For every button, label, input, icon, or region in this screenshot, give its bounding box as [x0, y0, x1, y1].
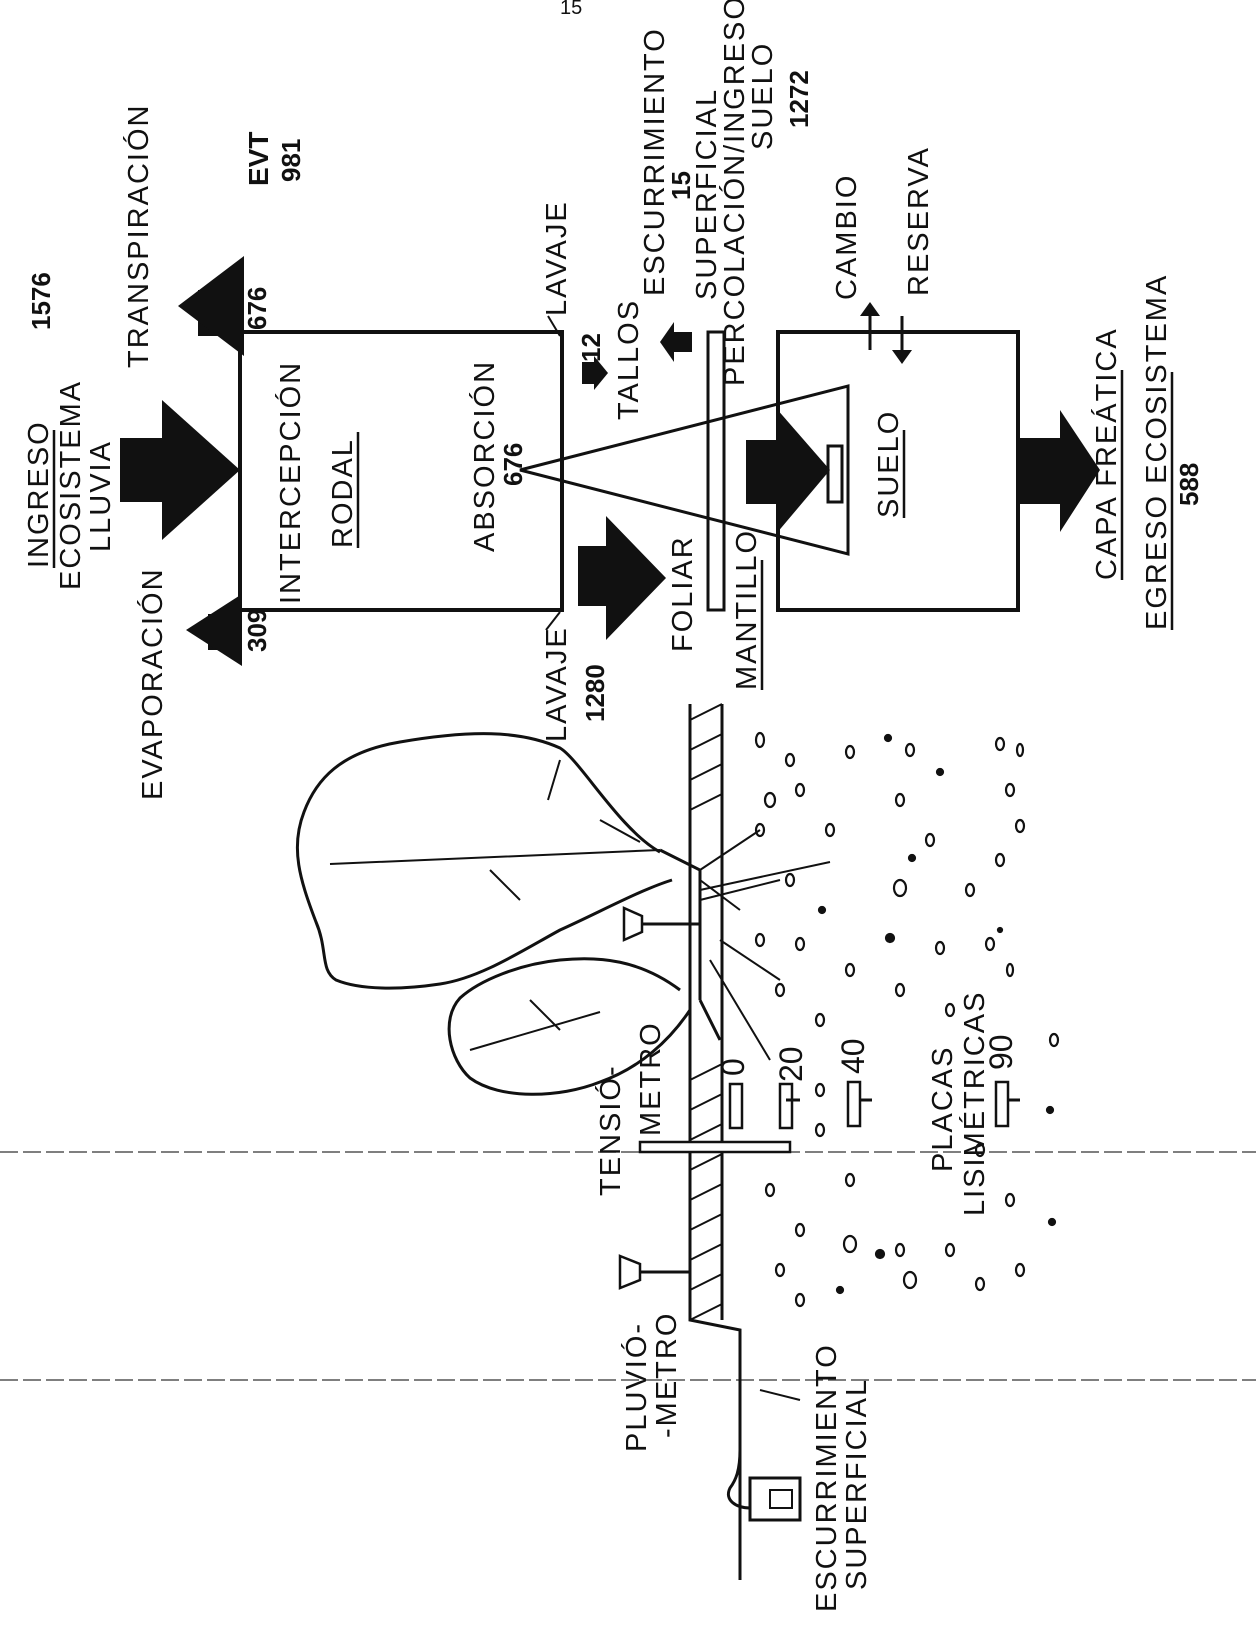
- depth-90-label: 90: [983, 1034, 1019, 1070]
- mantillo-label: MANTILLO: [731, 529, 763, 690]
- escurrimiento-top-label: ESCURRIMIENTO: [639, 27, 671, 296]
- tensiometro-label-1: TENSIÓ-: [594, 1064, 627, 1196]
- transpiracion-value: 676: [242, 287, 272, 330]
- tallos-value: 12: [576, 333, 606, 362]
- rodal-label: RODAL: [327, 438, 359, 548]
- cambio-label: CAMBIO: [831, 174, 863, 300]
- page-number: 15: [560, 0, 582, 19]
- egreso-value: 588: [1174, 463, 1204, 506]
- absorcion-label: ABSORCIÓN: [468, 360, 501, 552]
- evaporacion-value: 309: [242, 609, 272, 652]
- superficial-bottom-label: SUPERFICIAL: [841, 1378, 873, 1590]
- depth-20-label: 20: [773, 1046, 809, 1082]
- tensiometer-tube: [640, 1142, 790, 1152]
- suelo-label: SUELO: [873, 410, 905, 518]
- tree-illustration: [297, 734, 830, 1095]
- tallos-label: TALLOS: [613, 299, 645, 420]
- depth-0-label: 0: [715, 1058, 751, 1076]
- capa-freatica-label: CAPA FREÁTICA: [1090, 327, 1123, 580]
- lluvia-label: LLUVIA: [85, 440, 117, 552]
- lavaje-bottom-label: LAVAJE: [541, 626, 573, 742]
- capa-freatica-arrow: [1018, 410, 1100, 532]
- escurrimiento-top-arrow: [660, 322, 692, 362]
- evaporacion-arrow: [186, 594, 242, 666]
- escurrimiento-bottom-label: ESCURRIMIENTO: [811, 1343, 843, 1612]
- suelo-top-label: SUELO: [747, 42, 779, 150]
- evt-label: EVT: [243, 132, 274, 186]
- depth-40-label: 40: [835, 1038, 871, 1074]
- intercepcion-label: INTERCEPCIÓN: [274, 361, 307, 604]
- transpiracion-label: TRANSPIRACIÓN: [122, 104, 155, 368]
- foliar-arrow: [578, 516, 666, 640]
- ingreso-label: INGRESO: [23, 420, 55, 568]
- transpiracion-arrow: [178, 256, 244, 356]
- placas-label: PLACAS: [927, 1046, 959, 1172]
- lluvia-arrow: [120, 400, 240, 540]
- suelo-marker: [828, 446, 842, 502]
- absorcion-value: 676: [498, 443, 528, 486]
- tensiometro-label-2: METRO: [635, 1021, 667, 1136]
- percolacion-value: 1272: [784, 70, 814, 128]
- pluviometro-label-1: PLUVIÓ-: [620, 1322, 653, 1452]
- percolacion-arrow: [746, 408, 830, 534]
- lisimetricas-label: LISIMÉTRICAS: [958, 991, 991, 1216]
- pluviometer-funnel-lower: [620, 1256, 690, 1288]
- pluviometro-label-2: -METRO: [651, 1312, 683, 1438]
- reserva-label: RESERVA: [903, 146, 935, 296]
- lavaje-value: 1280: [580, 664, 610, 722]
- evt-value: 981: [276, 139, 306, 182]
- egreso-ecosistema-label: EGRESO ECOSISTEMA: [1141, 274, 1173, 630]
- foliar-label: FOLIAR: [667, 535, 699, 652]
- ecosistema-label: ECOSISTEMA: [55, 380, 87, 590]
- lavaje-top-label: LAVAJE: [541, 200, 573, 316]
- soil-particles: [756, 733, 1058, 1306]
- lluvia-value: 1576: [26, 272, 56, 330]
- evaporacion-label: EVAPORACIÓN: [136, 567, 169, 800]
